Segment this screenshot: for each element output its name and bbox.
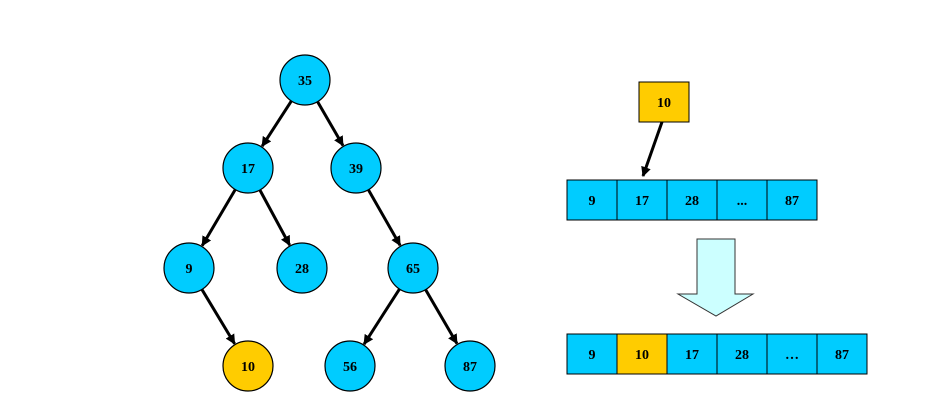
node-circle — [163, 242, 215, 294]
edge-n17-n9 — [200, 188, 237, 247]
array-cell-box — [716, 333, 768, 375]
tree-node-65: 65 — [387, 242, 439, 294]
array-cell-box — [766, 179, 818, 221]
tree-node-10: 10 — [222, 340, 274, 392]
array-cell: 10 — [616, 333, 668, 375]
array-cell: … — [766, 333, 818, 375]
edge-n39-n65 — [367, 188, 402, 247]
array-cell-label: 10 — [635, 348, 649, 363]
tree-nodes: 35 17 39 9 28 65 10 56 87 — [163, 54, 496, 392]
edge-n9-n10 — [200, 288, 236, 345]
array-cell-box — [616, 179, 668, 221]
array-cell: 87 — [816, 333, 868, 375]
node-circle — [222, 142, 274, 194]
transform-arrow — [676, 238, 755, 317]
tree-node-35: 35 — [279, 54, 331, 106]
array-cell-box — [716, 179, 768, 221]
array-cell: 17 — [666, 333, 718, 375]
array-before: 9 17 28... 87 — [566, 179, 818, 221]
down-arrow-group — [676, 238, 755, 317]
tree-node-56: 56 — [324, 340, 376, 392]
array-cell-label: 28 — [735, 348, 749, 363]
node-circle — [330, 142, 382, 194]
array-cell: 9 — [566, 333, 618, 375]
tree-node-9: 9 — [163, 242, 215, 294]
array-cell-label: … — [785, 348, 799, 363]
edge-n65-n56 — [362, 288, 401, 345]
edge-n35-n17 — [260, 100, 293, 148]
array-cell-label: ... — [737, 194, 748, 209]
array-cell-box — [816, 333, 868, 375]
node-label: 10 — [241, 360, 255, 375]
insert-arrow — [641, 121, 664, 177]
node-label: 17 — [241, 162, 255, 177]
array-cell: 28 — [716, 333, 768, 375]
node-label: 28 — [295, 262, 309, 277]
array-cell-label: 87 — [835, 348, 849, 363]
array-after: 9 10 17 28 … 87 — [566, 333, 868, 375]
array-cell-box — [766, 333, 818, 375]
node-label: 39 — [349, 162, 363, 177]
tree-node-87: 87 — [444, 340, 496, 392]
tree-edges — [200, 100, 459, 345]
node-label: 87 — [463, 360, 477, 375]
array-cell-label: 28 — [685, 194, 699, 209]
array-cell-box — [666, 179, 718, 221]
node-label: 56 — [343, 360, 357, 375]
node-circle — [324, 340, 376, 392]
edge-n65-n87 — [424, 288, 459, 345]
insert-box-label: 10 — [657, 96, 671, 111]
tree-node-17: 17 — [222, 142, 274, 194]
node-circle — [222, 340, 274, 392]
tree-node-28: 28 — [276, 242, 328, 294]
array-cell: 17 — [616, 179, 668, 221]
array-cell: 87 — [766, 179, 818, 221]
insert-box — [638, 81, 690, 123]
array-cell: 28 — [666, 179, 718, 221]
array-cell-box — [616, 333, 668, 375]
array-cell-box — [566, 333, 618, 375]
node-label: 9 — [186, 262, 193, 277]
array-cell-label: 9 — [589, 348, 596, 363]
array-cell-label: 9 — [589, 194, 596, 209]
array-cell: 9 — [566, 179, 618, 221]
tree-node-39: 39 — [330, 142, 382, 194]
node-circle — [276, 242, 328, 294]
array-cell: ... — [716, 179, 768, 221]
edge-n17-n28 — [258, 189, 291, 247]
edge-n35-n39 — [316, 100, 345, 147]
node-circle — [444, 340, 496, 392]
node-label: 65 — [406, 262, 420, 277]
node-circle — [279, 54, 331, 106]
insert-box-group: 10 — [638, 81, 690, 177]
node-circle — [387, 242, 439, 294]
node-label: 35 — [298, 74, 312, 89]
array-cell-label: 17 — [685, 348, 699, 363]
array-cell-label: 17 — [635, 194, 649, 209]
array-cell-label: 87 — [785, 194, 799, 209]
array-cell-box — [666, 333, 718, 375]
